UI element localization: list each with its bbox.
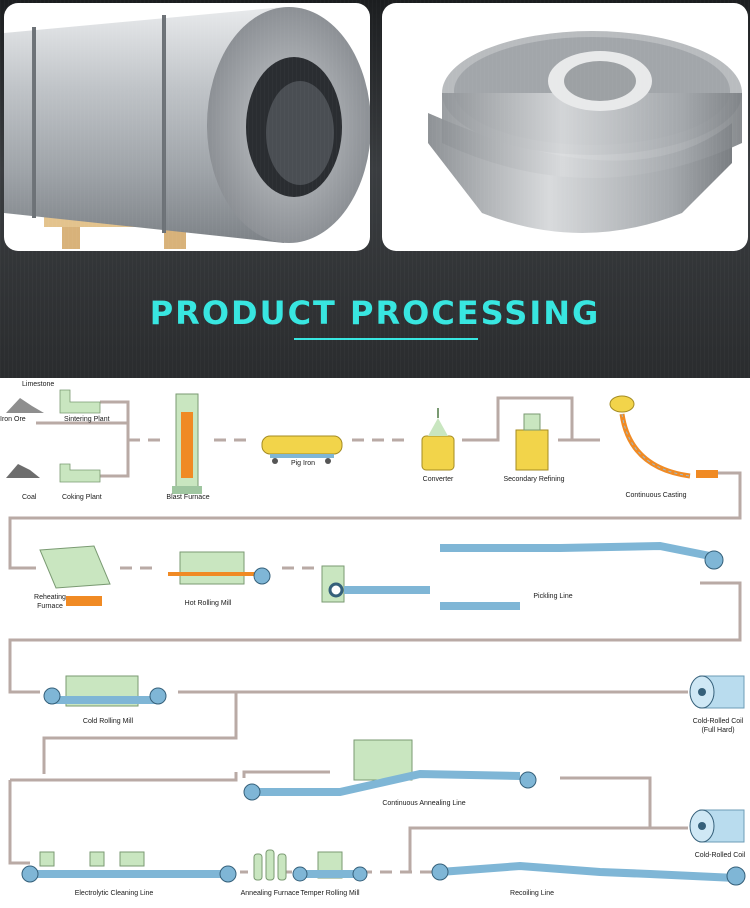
- cold-rolling-mill: [43, 675, 167, 707]
- page-title: PRODUCT PROCESSING: [149, 294, 601, 332]
- label-pickling-line: Pickling Line: [533, 593, 573, 600]
- label-secondary-refining: Secondary Refining: [503, 476, 565, 483]
- cold-rolled-coil-full-hard: [689, 675, 745, 709]
- label-recoiling-line: Recoiling Line: [510, 890, 554, 897]
- label-cold-rolling-mill: Cold Rolling Mill: [82, 718, 134, 725]
- label-blast-furnace: Blast Furnace: [166, 494, 210, 501]
- label-electrolytic-cleaning-line: Electrolytic Cleaning Line: [74, 890, 154, 897]
- label-annealing-furnace: Annealing Furnace: [240, 890, 300, 897]
- continuous-casting: [609, 395, 718, 479]
- label-temper-rolling-mill: Temper Rolling Mill: [300, 890, 360, 897]
- pig-iron-car: [261, 435, 343, 464]
- electrolytic-cleaning-line: [21, 851, 237, 883]
- label-pig-iron: Pig Iron: [290, 460, 316, 467]
- label-continuous-casting: Continuous Casting: [625, 492, 687, 499]
- blast-furnace: [172, 393, 202, 494]
- label-reheating-furnace-1: Reheating: [34, 594, 66, 601]
- label-cold-rolled-coil: Cold-Rolled Coil: [694, 852, 746, 859]
- label-coking-plant: Coking Plant: [62, 494, 102, 501]
- label-hot-rolling-mill: Hot Rolling Mill: [184, 600, 232, 607]
- reheating-furnace: [39, 545, 111, 606]
- label-sintering-plant: Sintering Plant: [64, 416, 110, 423]
- pickling-line: [321, 541, 724, 610]
- title-underline: [294, 338, 478, 340]
- steel-coil-photo: [4, 3, 370, 251]
- annealing-furnace: [253, 849, 287, 881]
- label-iron-ore: Iron Ore: [0, 416, 26, 423]
- converter: [421, 408, 455, 471]
- label-continuous-annealing-line: Continuous Annealing Line: [382, 800, 466, 807]
- label-cold-rolled-coil-full-hard-1: Cold-Rolled Coil: [692, 718, 744, 725]
- cold-rolled-coil: [689, 809, 745, 843]
- temper-rolling-mill: [292, 851, 368, 882]
- steel-strip-coil-photo: [382, 3, 748, 251]
- label-limestone: Limestone: [22, 381, 55, 388]
- label-reheating-furnace-2: Furnace: [37, 603, 63, 610]
- header-banner: PRODUCT PROCESSING: [0, 0, 750, 378]
- continuous-annealing-line: [243, 739, 537, 801]
- label-coal: Coal: [22, 494, 37, 501]
- secondary-refining: [515, 413, 549, 471]
- label-converter: Converter: [422, 476, 454, 483]
- label-cold-rolled-coil-full-hard-2: (Full Hard): [701, 727, 735, 734]
- hot-rolling-mill: [168, 551, 271, 585]
- raw-material-piles: [6, 389, 101, 483]
- process-flow-diagram: Limestone Iron Ore Sintering Plant Coal …: [0, 378, 750, 908]
- recoiling-line: [431, 861, 746, 886]
